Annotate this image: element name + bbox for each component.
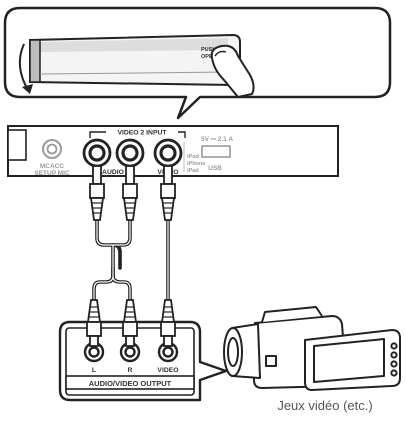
finger-icon — [210, 44, 255, 99]
rca-cables-inner — [93, 219, 169, 301]
output-label-video: VIDEO — [157, 367, 178, 374]
output-jack-l — [83, 341, 105, 363]
av-output-panel: AUDIO/VIDEO OUTPUT L R VIDEO — [58, 320, 228, 402]
usb-label: USB — [208, 165, 222, 172]
jack-audio-l — [82, 138, 112, 168]
mcacc-mic-jack — [42, 139, 62, 159]
front-panel: MCACC SETUP MIC VIDEO 2 INPUT L AUDIO R … — [7, 125, 339, 177]
push-label: PUSH — [201, 47, 216, 53]
ipad-label: iPad — [187, 168, 199, 174]
usb-port — [201, 145, 231, 158]
output-label-r: R — [128, 367, 133, 374]
rca-cables — [92, 218, 170, 302]
device-caption: Jeux vidéo (etc.) — [277, 398, 373, 413]
flap-callout: PUSH OPEN — [3, 6, 392, 120]
camcorder-icon — [223, 306, 401, 391]
jack-audio-r — [115, 138, 145, 168]
plug-lower-video — [160, 299, 176, 347]
jack-label-audio: AUDIO — [102, 169, 124, 176]
av-output-title: AUDIO/VIDEO OUTPUT — [89, 379, 172, 388]
open-label: OPEN — [201, 54, 217, 60]
mcacc-label: MCACC — [40, 163, 64, 170]
plug-upper-video — [160, 165, 176, 221]
front-flap — [29, 33, 241, 87]
video2-input-label: VIDEO 2 INPUT — [117, 130, 167, 137]
plug-upper-r — [122, 165, 138, 221]
plug-upper-l — [89, 165, 105, 221]
plug-lower-r — [122, 299, 138, 347]
setup-mic-label: SETUP MIC — [34, 170, 70, 177]
plug-lower-l — [86, 299, 102, 347]
usb-rating-label: 5V ⎓ 2.1 A — [201, 136, 233, 143]
jack-video — [153, 138, 183, 168]
output-label-l: L — [92, 367, 96, 374]
iphone-label: iPhone — [187, 161, 205, 167]
ipod-label: iPod — [187, 154, 199, 160]
